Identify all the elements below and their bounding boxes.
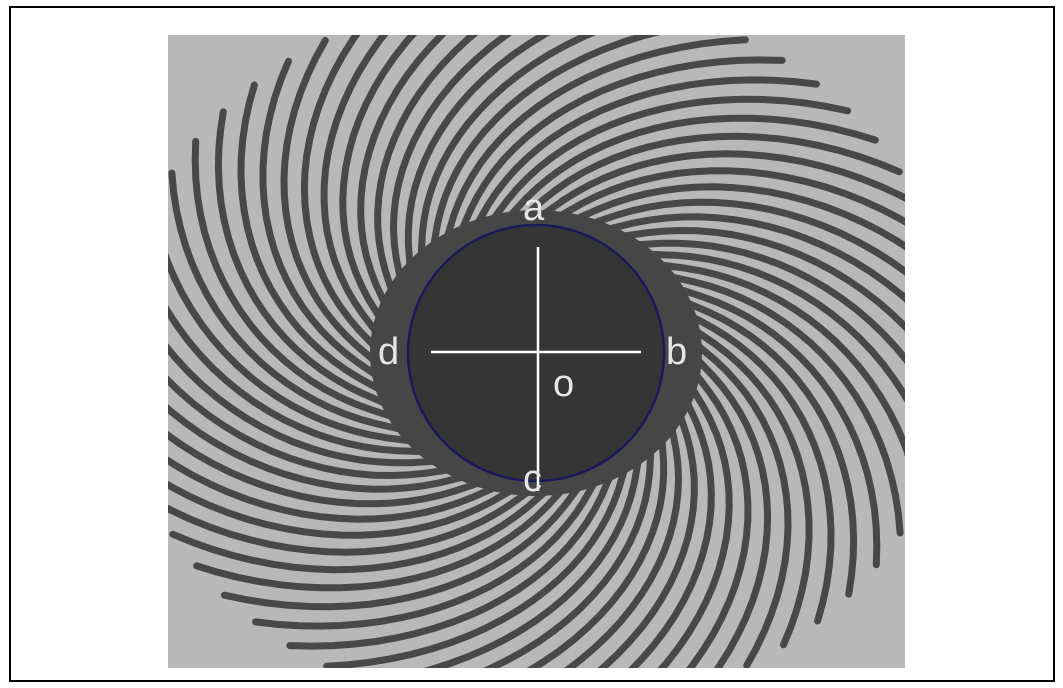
label-a: a bbox=[523, 187, 545, 229]
label-b: b bbox=[666, 331, 687, 373]
radial-spiral-diagram: a b c d o bbox=[168, 35, 905, 668]
label-c: c bbox=[523, 458, 542, 500]
label-d: d bbox=[378, 331, 399, 373]
label-o: o bbox=[553, 363, 574, 405]
diagram-panel: a b c d o bbox=[168, 35, 905, 668]
